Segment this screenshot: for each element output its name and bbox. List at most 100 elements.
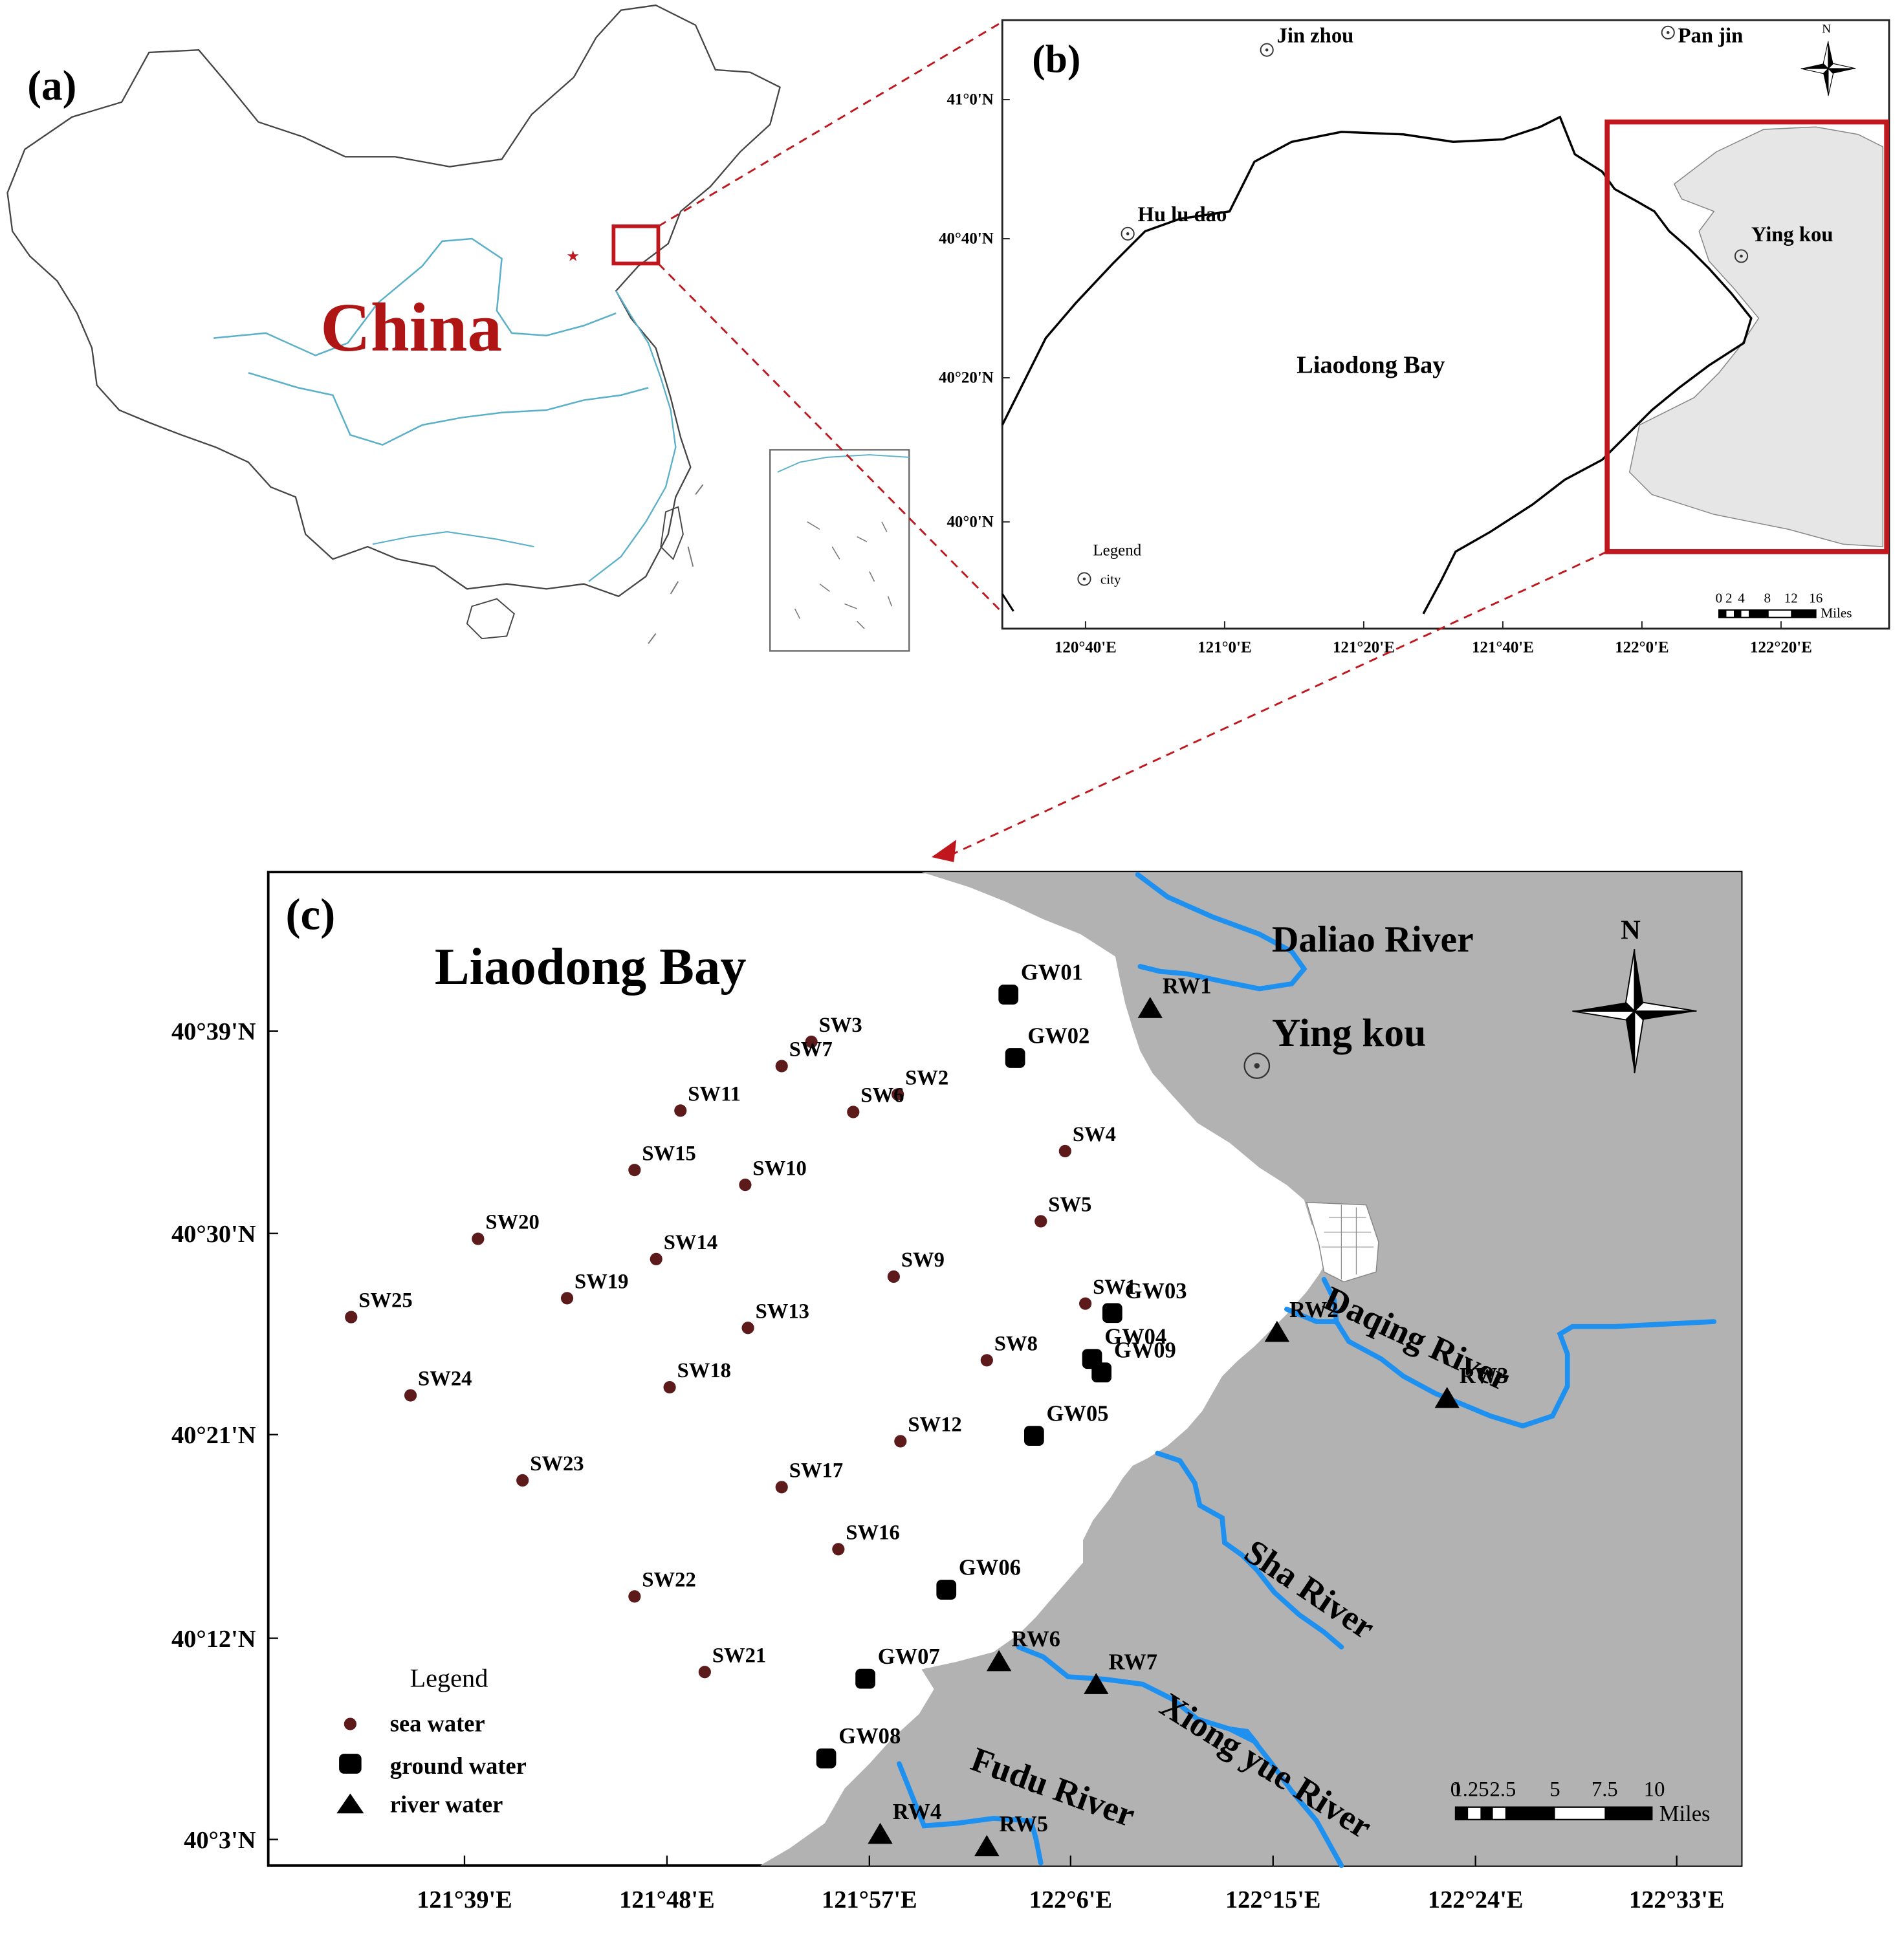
study-area-box-b [1604, 119, 1889, 554]
sea-water-point-sw21 [698, 1666, 711, 1679]
svg-text:10: 10 [1644, 1778, 1665, 1801]
sample-label-rw6: RW6 [1011, 1627, 1060, 1651]
sample-label-sw21: SW21 [712, 1644, 766, 1667]
sample-label-rw1: RW1 [1163, 974, 1212, 998]
sample-label-sw24: SW24 [418, 1368, 472, 1391]
harbor-grid [1321, 1204, 1374, 1280]
legend-river-label: river water [390, 1791, 503, 1817]
svg-text:40°21'N: 40°21'N [171, 1422, 256, 1449]
panel-c-lat-ticks: 40°39'N 40°30'N 40°21'N 40°12'N 40°3'N [171, 1018, 256, 1854]
sea-water-point-sw11 [674, 1104, 687, 1117]
sample-label-gw01: GW01 [1021, 960, 1083, 985]
svg-text:121°48'E: 121°48'E [619, 1886, 715, 1913]
svg-text:40°30'N: 40°30'N [171, 1221, 256, 1248]
svg-text:5: 5 [1549, 1778, 1560, 1801]
river-water-point-rw5 [974, 1835, 1000, 1857]
sea-water-point-sw5 [1034, 1215, 1047, 1228]
panel-b-scale-labels: 0 2 4 8 12 16 [1716, 590, 1823, 605]
svg-text:121°39'E: 121°39'E [417, 1886, 512, 1913]
sample-label-rw4: RW4 [893, 1800, 942, 1824]
ground-water-point-gw08 [816, 1748, 837, 1769]
panel-c-lon-ticks: 121°39'E 121°48'E 121°57'E 122°6'E 122°1… [417, 1886, 1724, 1913]
sample-label-gw05: GW05 [1047, 1402, 1109, 1426]
panel-b-lon-ticks: 120°40'E 121°0'E 121°20'E 121°40'E 122°0… [1055, 638, 1812, 656]
svg-text:40°20'N: 40°20'N [939, 369, 994, 387]
panel-b: (b) Jin zhou Pan jin Hu lu dao Ying kou … [939, 19, 1890, 656]
connector-b-c [950, 550, 1608, 856]
river-label-daliao: Daliao River [1272, 919, 1474, 960]
panel-c-legend-title: Legend [410, 1663, 488, 1692]
sea-water-point-sw18 [663, 1380, 676, 1394]
ground-water-point-gw07 [855, 1668, 875, 1689]
svg-text:40°0'N: 40°0'N [947, 513, 993, 530]
sample-label-rw3: RW3 [1460, 1364, 1509, 1388]
sea-water-point-sw16 [832, 1543, 845, 1556]
panel-c-scale-unit: Miles [1659, 1802, 1711, 1826]
sample-label-sw3: SW3 [819, 1014, 862, 1037]
sample-label-rw2: RW2 [1289, 1298, 1339, 1322]
city-yingkou-c-label: Ying kou [1272, 1011, 1426, 1055]
sea-water-point-sw10 [739, 1179, 752, 1192]
north-arrow-b-icon [1800, 41, 1856, 96]
panel-a-label: (a) [27, 63, 76, 109]
daliao-river-line [1135, 872, 1308, 992]
sea-water-point-sw13 [741, 1322, 754, 1335]
city-panjin: Pan jin [1661, 25, 1744, 48]
sample-label-rw5: RW5 [1000, 1812, 1049, 1837]
city-panjin-label: Pan jin [1678, 25, 1744, 48]
svg-text:122°6'E: 122°6'E [1029, 1886, 1112, 1913]
city-yingkou-c: Ying kou [1243, 1011, 1426, 1079]
panel-b-lat-ticks: 41°0'N 40°40'N 40°20'N 40°0'N [939, 91, 994, 531]
sample-label-sw13: SW13 [756, 1300, 809, 1323]
panel-b-legend-title: Legend [1093, 542, 1141, 560]
sample-label-sw25: SW25 [358, 1289, 412, 1313]
sea-water-point-sw15 [628, 1164, 641, 1177]
svg-text:121°20'E: 121°20'E [1333, 638, 1395, 656]
sample-label-sw14: SW14 [664, 1231, 717, 1254]
sample-label-sw8: SW8 [994, 1332, 1038, 1355]
svg-text:122°33'E: 122°33'E [1629, 1886, 1725, 1913]
sample-label-sw20: SW20 [485, 1211, 539, 1234]
sea-water-point-sw12 [894, 1435, 907, 1448]
svg-text:40°3'N: 40°3'N [184, 1827, 256, 1854]
svg-text:122°24'E: 122°24'E [1428, 1886, 1524, 1913]
hainan-island [466, 598, 515, 640]
sea-water-point-sw19 [560, 1292, 574, 1305]
city-jinzhou-label: Jin zhou [1277, 25, 1354, 48]
sea-marks [648, 484, 704, 644]
svg-text:122°0'E: 122°0'E [1615, 638, 1669, 656]
panel-b-scale-unit: Miles [1821, 605, 1852, 621]
panel-b-bottom-coast [1001, 593, 1014, 612]
svg-text:121°0'E: 121°0'E [1198, 638, 1251, 656]
svg-text:16: 16 [1809, 590, 1822, 605]
river-water-point-rw1 [1137, 997, 1163, 1018]
river-water-point-rw6 [986, 1650, 1012, 1672]
china-coast [588, 290, 677, 582]
inset-coast [777, 454, 910, 473]
yellow-river [213, 237, 617, 356]
ground-water-point-gw02 [1005, 1048, 1025, 1068]
legend-ground-label: ground water [390, 1753, 527, 1779]
sea-water-point-sw14 [650, 1252, 662, 1265]
svg-text:8: 8 [1764, 590, 1771, 605]
panel-c-rivers [897, 872, 1717, 1868]
svg-text:40°39'N: 40°39'N [171, 1018, 256, 1045]
sea-water-point-sw7 [775, 1060, 788, 1073]
inset-islands [794, 521, 893, 629]
connector-arrowhead-icon [931, 840, 957, 862]
sea-water-point-sw20 [472, 1232, 485, 1245]
sea-water-point-sw3 [805, 1035, 818, 1049]
svg-text:41°0'N: 41°0'N [947, 91, 993, 109]
xiongyue-branch [1227, 1726, 1260, 1747]
svg-text:0: 0 [1716, 590, 1723, 605]
panel-b-label: (b) [1032, 38, 1080, 82]
study-area-box-a [611, 224, 661, 266]
panel-b-bay-label: Liaodong Bay [1297, 351, 1445, 378]
sample-label-rw7: RW7 [1109, 1650, 1158, 1674]
city-jinzhou: Jin zhou [1260, 25, 1354, 57]
svg-text:122°20'E: 122°20'E [1750, 638, 1812, 656]
china-label: China [320, 289, 502, 366]
ground-water-point-gw03 [1102, 1303, 1122, 1324]
svg-text:40°40'N: 40°40'N [939, 230, 994, 248]
